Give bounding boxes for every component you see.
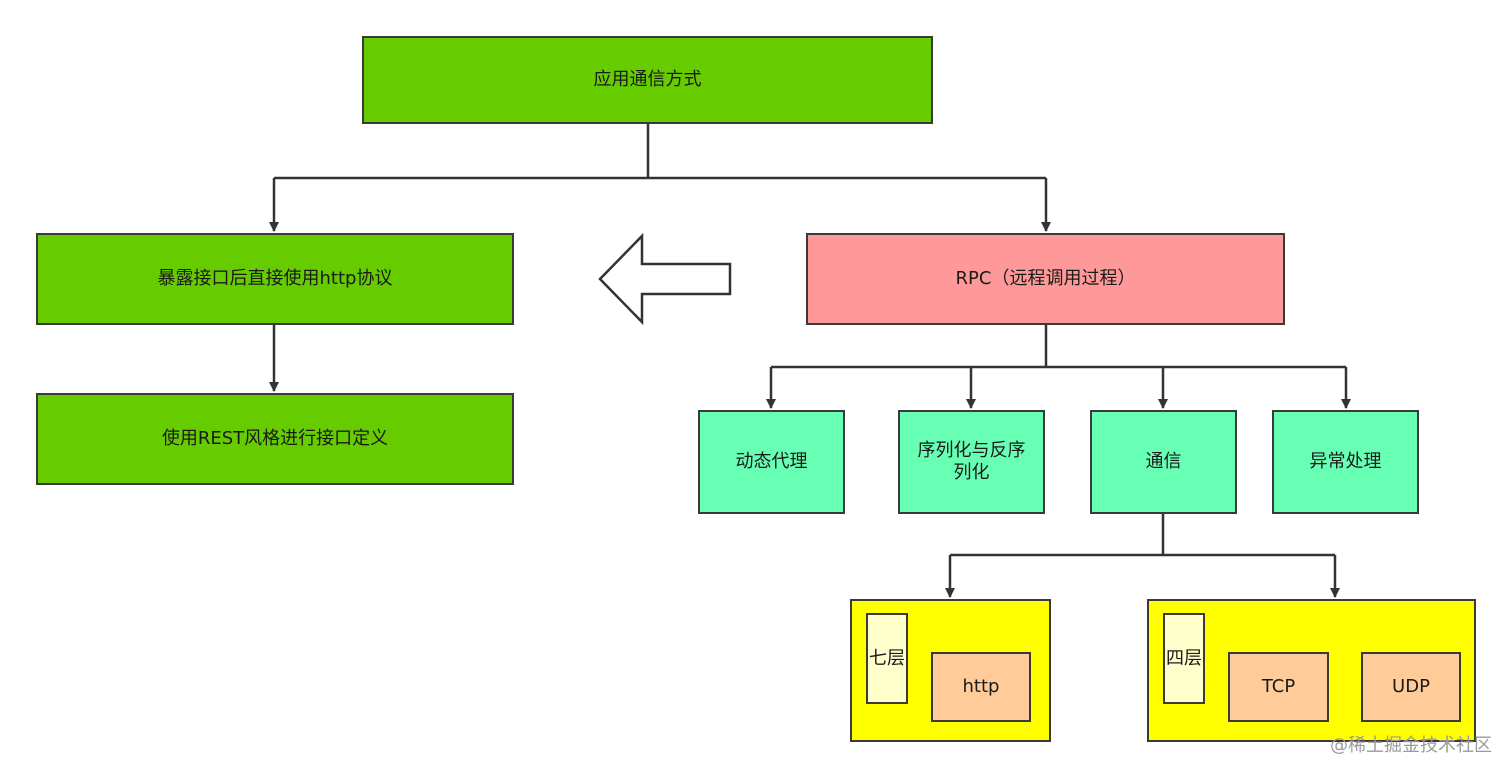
- node-rest-style: 使用REST风格进行接口定义: [36, 393, 514, 485]
- node-communication-label: 通信: [1145, 451, 1182, 472]
- node-udp-label: UDP: [1392, 676, 1430, 697]
- node-rpc-label: RPC（远程调用过程）: [955, 268, 1136, 289]
- node-layer7: 七层: [866, 613, 908, 704]
- node-http-expose-label: 暴露接口后直接使用http协议: [157, 268, 393, 289]
- watermark: @稀土掘金技术社区: [1330, 735, 1492, 756]
- node-rest-style-label: 使用REST风格进行接口定义: [161, 428, 389, 449]
- node-serialization: 序列化与反序列化: [898, 410, 1045, 514]
- node-udp: UDP: [1361, 652, 1461, 722]
- node-exception: 异常处理: [1272, 410, 1419, 514]
- node-dynamic-proxy-label: 动态代理: [735, 451, 808, 472]
- node-dynamic-proxy: 动态代理: [698, 410, 845, 514]
- node-http: http: [931, 652, 1031, 722]
- node-http-expose: 暴露接口后直接使用http协议: [36, 233, 514, 325]
- node-serialization-label: 序列化与反序列化: [917, 440, 1026, 483]
- node-tcp: TCP: [1228, 652, 1329, 722]
- node-rpc: RPC（远程调用过程）: [806, 233, 1285, 325]
- node-layer4-label: 四层: [1166, 647, 1202, 669]
- node-tcp-label: TCP: [1261, 676, 1296, 697]
- node-root: 应用通信方式: [362, 36, 933, 124]
- node-exception-label: 异常处理: [1309, 451, 1382, 472]
- left-arrow-icon: [598, 232, 732, 326]
- node-http-label: http: [962, 676, 1000, 697]
- node-layer4: 四层: [1163, 613, 1205, 704]
- node-layer7-label: 七层: [869, 647, 905, 669]
- node-communication: 通信: [1090, 410, 1237, 514]
- node-root-label: 应用通信方式: [593, 69, 702, 90]
